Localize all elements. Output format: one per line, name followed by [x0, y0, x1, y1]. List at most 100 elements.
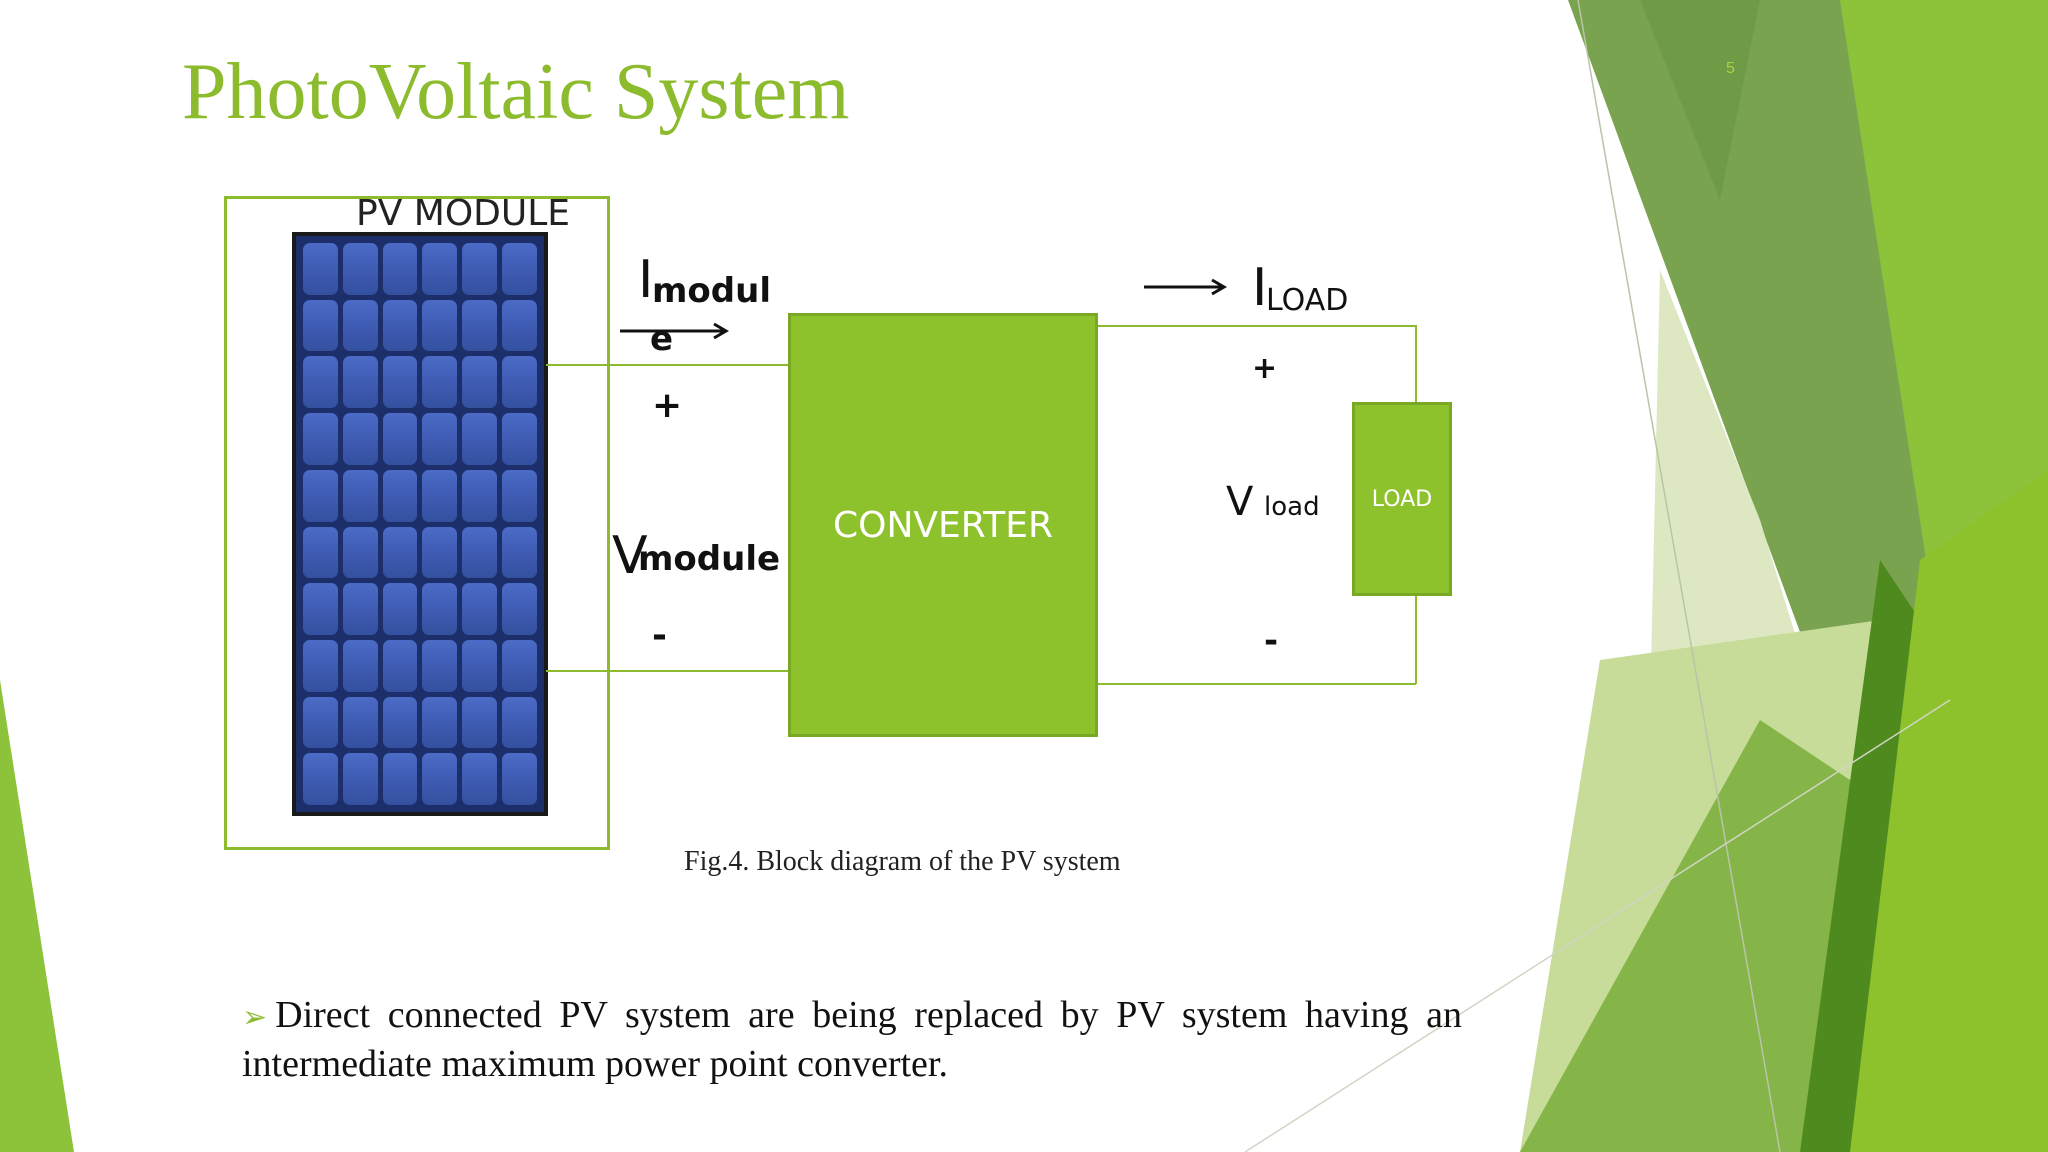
solar-cell — [382, 696, 418, 749]
solar-cell — [462, 243, 498, 295]
figure-caption: Fig.4. Block diagram of the PV system — [684, 846, 1121, 877]
solar-cell — [462, 299, 498, 352]
solar-cell — [502, 753, 537, 805]
slide-number: 5 — [1726, 60, 1735, 77]
v-module-subscript: module — [638, 539, 781, 579]
facet-left — [0, 680, 74, 1152]
solar-cell — [502, 639, 537, 692]
solar-cell — [462, 696, 498, 749]
facet-mid-1 — [1520, 720, 1900, 1152]
solar-cell — [382, 753, 418, 805]
solar-cell — [502, 526, 537, 579]
solar-cell — [382, 356, 418, 409]
solar-cell — [342, 696, 378, 749]
i-load-subscript: LOAD — [1266, 283, 1349, 318]
solar-cell — [502, 299, 537, 352]
solar-cell — [342, 526, 378, 579]
solar-cell — [303, 243, 338, 295]
solar-cell — [422, 696, 458, 749]
facet-line-2 — [1244, 699, 1951, 1152]
solar-cell — [422, 243, 458, 295]
wire-load-bottom-rise — [1415, 594, 1417, 684]
bullet-arrow-icon: ➢ — [242, 1000, 268, 1035]
plus-load: + — [1252, 351, 1278, 386]
v-load-main: V — [1226, 479, 1254, 525]
wire-load-top-drop — [1415, 325, 1417, 403]
solar-cell — [303, 753, 338, 805]
facet-green-top — [1640, 0, 1760, 200]
wire-module-bottom — [546, 670, 790, 672]
i-module-subscript: modul — [652, 271, 771, 311]
solar-cell — [502, 243, 537, 295]
solar-panel-image — [292, 232, 548, 816]
solar-cell — [502, 696, 537, 749]
current-arrow-module — [620, 322, 729, 340]
solar-cell — [303, 469, 338, 522]
solar-cell — [303, 356, 338, 409]
solar-cell — [422, 583, 458, 635]
solar-cell — [342, 243, 378, 295]
solar-cell — [382, 243, 418, 295]
bullet-text: Direct connected PV system are being rep… — [242, 994, 1462, 1085]
solar-cell — [502, 469, 537, 522]
solar-cell — [382, 413, 418, 465]
solar-cell — [382, 299, 418, 352]
solar-cell — [342, 413, 378, 465]
pv-module-label: PV MODULE — [356, 193, 571, 234]
solar-cell — [462, 753, 498, 805]
solar-cell — [422, 753, 458, 805]
solar-cell — [422, 526, 458, 579]
solar-cell — [303, 413, 338, 465]
pv-module-frame — [224, 196, 610, 850]
load-label: LOAD — [1371, 486, 1433, 512]
i-module-main: I — [638, 250, 654, 310]
solar-cell — [342, 583, 378, 635]
solar-cell — [303, 299, 338, 352]
v-module-main: V — [612, 526, 648, 586]
solar-cell — [462, 356, 498, 409]
solar-cell — [342, 356, 378, 409]
load-block: LOAD — [1352, 402, 1452, 596]
v-load-subscript: load — [1264, 492, 1320, 522]
solar-cell — [303, 526, 338, 579]
solar-cell — [462, 639, 498, 692]
facet-line-1 — [1577, 0, 1781, 1152]
solar-cell — [422, 469, 458, 522]
solar-cell — [382, 583, 418, 635]
minus-module: - — [652, 615, 667, 656]
solar-cell — [303, 583, 338, 635]
solar-cell — [462, 469, 498, 522]
wire-load-top — [1098, 325, 1416, 327]
solar-cell — [422, 413, 458, 465]
solar-cell — [303, 639, 338, 692]
solar-cell — [462, 583, 498, 635]
solar-cell — [502, 583, 537, 635]
solar-cell — [502, 413, 537, 465]
bullet-paragraph: ➢Direct connected PV system are being re… — [242, 992, 1462, 1087]
solar-cell — [342, 753, 378, 805]
minus-load: - — [1264, 621, 1279, 661]
solar-cell — [502, 356, 537, 409]
slide-title: PhotoVoltaic System — [182, 48, 850, 136]
solar-cell — [342, 639, 378, 692]
solar-cell — [382, 526, 418, 579]
solar-cell — [422, 356, 458, 409]
solar-cell — [342, 469, 378, 522]
i-module-label: I — [638, 254, 653, 306]
facet-mid-2 — [1850, 470, 2048, 1152]
solar-cell — [382, 469, 418, 522]
solar-cell — [422, 299, 458, 352]
plus-module: + — [652, 385, 683, 426]
solar-cell — [303, 696, 338, 749]
i-load-main: I — [1252, 258, 1268, 318]
wire-module-top — [546, 364, 790, 366]
solar-cell — [382, 639, 418, 692]
converter-block: CONVERTER — [788, 313, 1098, 737]
wire-load-bottom — [1098, 683, 1416, 685]
solar-cell — [462, 526, 498, 579]
current-arrow-load — [1144, 278, 1227, 296]
converter-label: CONVERTER — [833, 504, 1053, 546]
solar-cell — [422, 639, 458, 692]
